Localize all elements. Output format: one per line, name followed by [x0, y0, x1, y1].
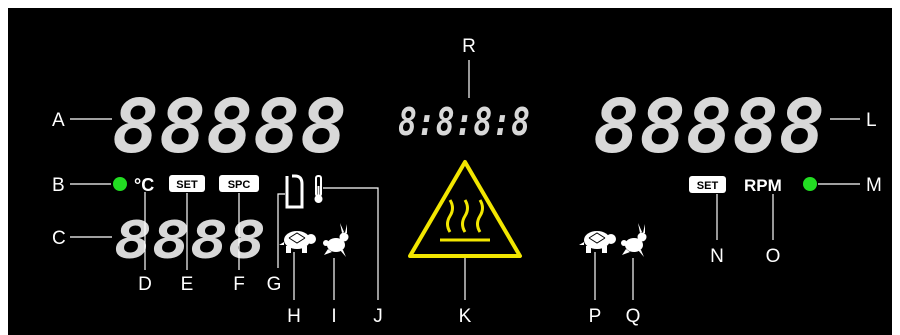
callout-a: A	[52, 110, 65, 131]
display-upper-left: 88888	[112, 84, 347, 170]
callout-k: K	[459, 306, 472, 327]
callout-j: J	[373, 306, 383, 327]
callout-g: G	[267, 274, 282, 295]
green-dot-icon	[113, 177, 127, 191]
display-center-time: 8:8:8:8	[398, 100, 530, 144]
green-dot-icon-right	[803, 177, 817, 191]
callout-d: D	[138, 274, 152, 295]
rpm-unit: RPM	[744, 176, 782, 195]
set-badge-right	[689, 176, 726, 193]
callout-l: L	[866, 110, 877, 131]
callout-m: M	[866, 175, 882, 196]
set-badge-left-label: SET	[176, 179, 198, 191]
callout-q: Q	[626, 306, 641, 327]
set-badge-right-label: SET	[697, 180, 719, 192]
hot-surface-warning-icon	[408, 160, 522, 258]
thermometer-icon	[314, 175, 323, 203]
callout-r: R	[462, 36, 476, 57]
callout-p: P	[589, 306, 602, 327]
probe-icon	[285, 174, 304, 209]
callout-b: B	[52, 175, 65, 196]
display-lower-left: 8888	[114, 211, 266, 271]
spc-badge-label: SPC	[228, 179, 251, 191]
callout-f: F	[233, 274, 245, 295]
spc-badge	[219, 175, 259, 192]
celsius-unit: °C	[134, 175, 154, 195]
lcd-panel	[8, 8, 892, 335]
callout-e: E	[181, 274, 194, 295]
callout-i: I	[331, 306, 336, 327]
leader-lines	[70, 60, 860, 300]
display-upper-right: 88888	[593, 84, 825, 170]
callout-c: C	[52, 228, 66, 249]
callout-h: H	[287, 306, 301, 327]
set-badge-left	[169, 175, 205, 192]
callout-n: N	[710, 246, 724, 267]
callout-o: O	[766, 246, 781, 267]
